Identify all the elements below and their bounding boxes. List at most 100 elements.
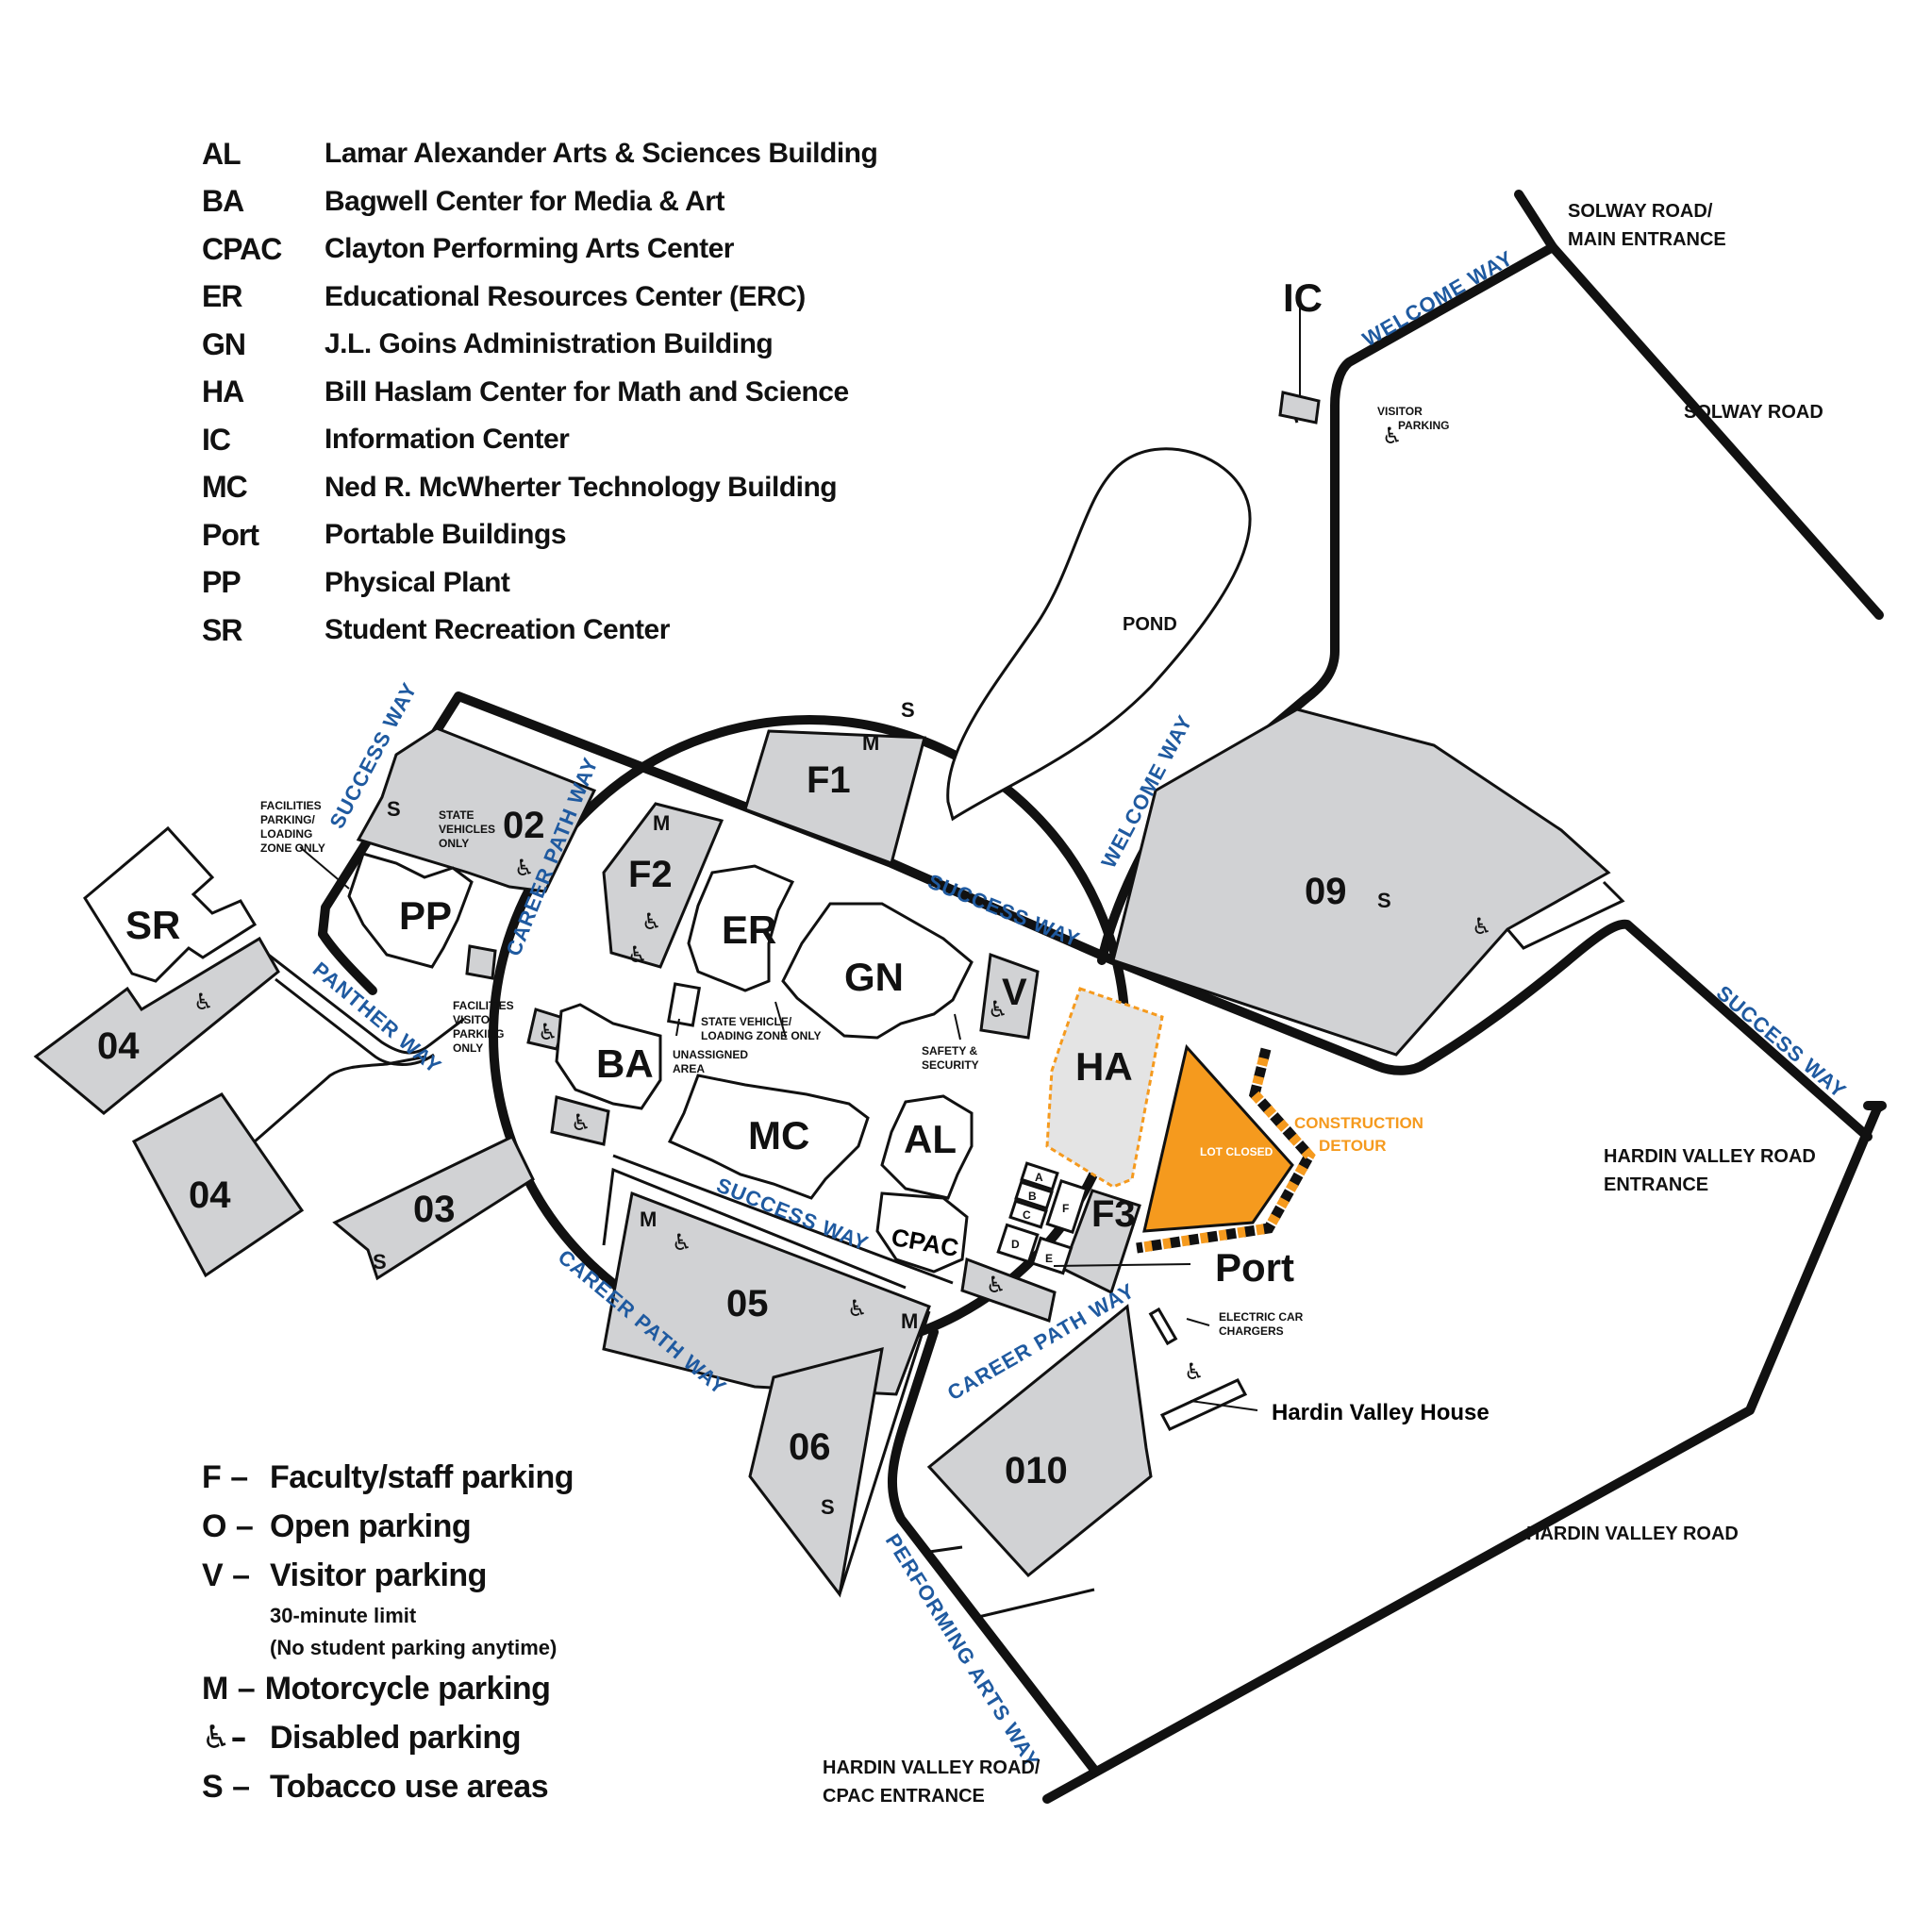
legend-name: Educational Resources Center (ERC) (325, 280, 806, 312)
note-construction: CONSTRUCTION DETOUR (1294, 1114, 1423, 1155)
tobacco-markers: S S S S S (373, 698, 1391, 1519)
building-cpac (875, 1191, 969, 1274)
service-road-south (602, 1167, 907, 1290)
lot-04-south (131, 1092, 305, 1278)
label-lot-f1: F1 (807, 759, 851, 801)
success-way-north (318, 691, 1873, 1141)
svg-text:♿: ♿ (538, 1019, 558, 1045)
label-building-er: ER (722, 908, 776, 952)
svg-text:♿: ♿ (1184, 1358, 1205, 1385)
building-ha (1045, 987, 1164, 1189)
service-road-west (254, 1055, 427, 1143)
unassigned-area (666, 982, 702, 1027)
note-facilities-visitor: FACILITIES VISITOR PARKING ONLY (453, 999, 514, 1055)
legend-visitor-sub1: 30-minute limit (270, 1604, 417, 1627)
portable-b (1014, 1180, 1054, 1210)
building-hardin-valley-house (1159, 1378, 1248, 1431)
label-lot-010: 010 (1005, 1450, 1068, 1491)
svg-text:ZONE ONLY: ZONE ONLY (260, 841, 325, 855)
legend-row-port: Port Portable Buildings (202, 511, 877, 559)
legend-code: ER (202, 279, 242, 314)
lot-ba-south (550, 1095, 610, 1146)
lot-09 (1111, 708, 1611, 1057)
legend-name: Lamar Alexander Arts & Sciences Building (325, 138, 878, 170)
label-building-pp: PP (399, 893, 452, 938)
lot-f1 (743, 729, 926, 865)
svg-text:ONLY: ONLY (439, 837, 469, 850)
lot-ic (1278, 391, 1321, 425)
svg-text:♿: ♿ (1382, 423, 1403, 449)
success-way-west (318, 929, 377, 995)
legend-row-ic: IC Information Center (202, 416, 877, 464)
service-road-south-2 (612, 1154, 954, 1285)
legend-text: Open parking (270, 1507, 472, 1544)
svg-text:STATE VEHICLE/: STATE VEHICLE/ (701, 1015, 792, 1028)
label-building-ba: BA (596, 1041, 654, 1086)
note-state-vehicles: STATE VEHICLES ONLY (439, 808, 495, 850)
legend-name: Bill Haslam Center for Math and Science (325, 375, 849, 408)
svg-text:PARKING: PARKING (1398, 419, 1449, 432)
lot-port-south (960, 1257, 1057, 1323)
note-unassigned: UNASSIGNED AREA (673, 1048, 748, 1075)
legend-text: Disabled parking (270, 1719, 521, 1756)
label-portable-c: C (1023, 1208, 1031, 1222)
svg-text:S: S (901, 698, 915, 722)
svg-text:M: M (862, 731, 879, 755)
portable-c (1008, 1199, 1048, 1229)
legend-code: Port (202, 517, 259, 552)
legend-text: Faculty/staff parking (270, 1458, 574, 1495)
lot-02 (356, 726, 597, 893)
electric-car-chargers (1148, 1307, 1178, 1346)
label-lot-05: 05 (726, 1283, 769, 1324)
label-portable-b: B (1028, 1190, 1037, 1203)
svg-text:♿: ♿ (986, 1272, 1007, 1298)
label-building-al: AL (904, 1117, 957, 1161)
label-hardin-cpac-1: HARDIN VALLEY ROAD/ (823, 1757, 1040, 1778)
legend-name: Information Center (325, 424, 570, 456)
label-building-ha: HA (1075, 1044, 1133, 1089)
legend-name: Physical Plant (325, 566, 510, 598)
lot-04-north (33, 936, 280, 1115)
legend-visitor: V – Visitor parking (202, 1551, 574, 1600)
lot-06 (748, 1346, 884, 1598)
label-solway-main-1: SOLWAY ROAD/ (1568, 201, 1713, 222)
lot-05-access (838, 1310, 931, 1595)
svg-text:VEHICLES: VEHICLES (439, 823, 495, 836)
label-solway-road: SOLWAY ROAD (1684, 402, 1823, 423)
lot-v (979, 952, 1040, 1040)
svg-text:VISITOR: VISITOR (1377, 405, 1423, 418)
label-building-sr: SR (125, 903, 180, 947)
label-portable-d: D (1011, 1238, 1020, 1251)
legend-code: IC (202, 422, 231, 457)
svg-text:FACILITIES: FACILITIES (260, 799, 322, 812)
label-lot-09: 09 (1305, 871, 1347, 912)
hardin-valley-road (1042, 1101, 1887, 1804)
buildings (83, 825, 1248, 1431)
legend-key: M – (202, 1670, 256, 1707)
svg-text:UNASSIGNED: UNASSIGNED (673, 1048, 748, 1061)
legend-name: Portable Buildings (325, 519, 567, 551)
lot-f3 (1061, 1189, 1141, 1295)
svg-text:VISITOR: VISITOR (453, 1013, 498, 1026)
lot-facilities-visitor (465, 944, 497, 980)
label-hardin-entrance-1: HARDIN VALLEY ROAD (1604, 1146, 1816, 1167)
label-lot-06: 06 (789, 1426, 831, 1468)
legend-disabled: ♿– Disabled parking (202, 1713, 574, 1762)
label-welcome-way-top: WELCOME WAY (1358, 246, 1517, 352)
legend-motorcycle: M – Motorcycle parking (202, 1664, 574, 1713)
portable-e (1030, 1236, 1074, 1275)
building-gn (781, 902, 974, 1040)
label-hardin-road: HARDIN VALLEY ROAD (1526, 1524, 1739, 1544)
building-er (687, 864, 795, 992)
building-al (880, 1094, 974, 1200)
label-portable-e: E (1045, 1252, 1053, 1265)
label-lot-f3: F3 (1091, 1193, 1136, 1235)
svg-text:DETOUR: DETOUR (1319, 1137, 1386, 1155)
label-lot-03: 03 (413, 1189, 456, 1230)
